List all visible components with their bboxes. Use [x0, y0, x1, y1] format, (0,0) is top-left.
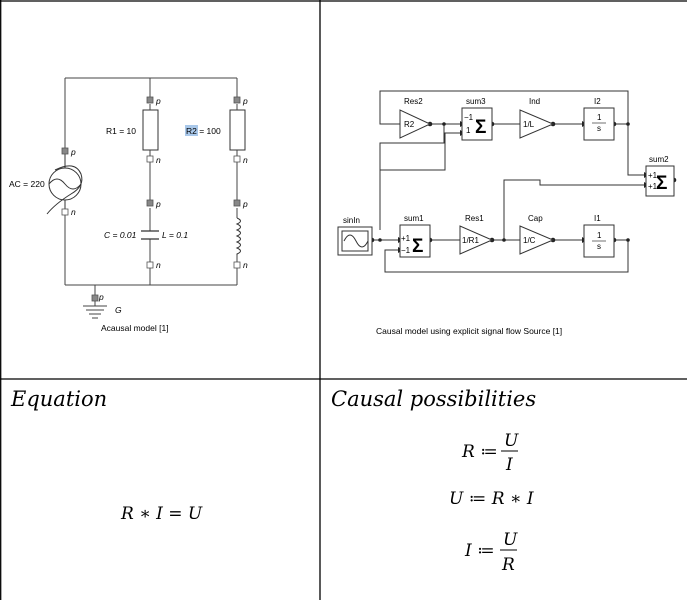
i-assign-denominator: R [501, 555, 515, 575]
r2-port-n: n [243, 155, 248, 165]
equation-formula: R ∗ I = U [120, 504, 203, 524]
r-assign-denominator: I [505, 455, 513, 475]
resistor-r1 [142, 109, 159, 151]
i1-num: 1 [597, 231, 602, 240]
l-port-n: n [243, 260, 248, 270]
r2-label: R2 = 100 [186, 126, 221, 136]
u-assign-formula: U ≔ R ∗ I [449, 489, 534, 509]
r-assign-lhs: R ≔ [461, 442, 498, 462]
i1-title: I1 [594, 214, 601, 223]
resistor-r2 [229, 109, 246, 151]
sum2-sigma: Σ [656, 173, 667, 194]
sum3-title: sum3 [466, 97, 486, 106]
c-port-n: n [156, 260, 161, 270]
ac-port-n: n [71, 207, 76, 217]
sum2-in2: +1 [648, 182, 658, 191]
ac-label: AC = 220 [9, 179, 45, 189]
sum1-sigma: Σ [412, 236, 423, 257]
sum3-in1: −1 [464, 113, 474, 122]
sum1-in2: −1 [401, 246, 411, 255]
cap-gain: 1/C [523, 236, 536, 245]
ind-title: Ind [529, 97, 540, 106]
causal-junction-dots [369, 121, 677, 243]
r1-label: R1 = 10 [106, 126, 136, 136]
ac-port-p: p [70, 147, 76, 157]
sum2-title: sum2 [649, 155, 669, 164]
i1-den: s [597, 242, 601, 251]
ind-gain: 1/L [523, 120, 535, 129]
res2-title: Res2 [404, 97, 423, 106]
res1-title: Res1 [465, 214, 484, 223]
r1-port-p: p [155, 96, 161, 106]
i-assign-lhs: I ≔ [464, 541, 495, 561]
sum3-sigma: Σ [475, 117, 486, 138]
acausal-circuit [64, 77, 238, 300]
sum1-title: sum1 [404, 214, 424, 223]
gain-blocks [399, 109, 555, 255]
causal-signal-lines [372, 90, 644, 273]
cap-title: Cap [528, 214, 543, 223]
res1-gain: 1/R1 [462, 236, 479, 245]
sum1-in1: +1 [401, 234, 411, 243]
sum2-in1: +1 [648, 171, 658, 180]
i2-num: 1 [597, 113, 602, 122]
sinin-title: sinIn [343, 216, 360, 225]
port-markers [61, 96, 241, 302]
causal-caption: Causal model using explicit signal flow … [376, 326, 562, 336]
ground-label: G [115, 305, 122, 315]
ac-source [46, 150, 83, 215]
l-port-p: p [242, 199, 248, 209]
acausal-caption: Acausal model [1] [101, 323, 169, 333]
ground-port-p: p [98, 292, 104, 302]
capacitor-c [141, 230, 159, 240]
inductor-l [235, 217, 241, 255]
box-blocks [337, 107, 675, 258]
r1-port-n: n [156, 155, 161, 165]
i2-title: I2 [594, 97, 601, 106]
l-label: L = 0.1 [162, 230, 188, 240]
i2-den: s [597, 124, 601, 133]
equation-header: Equation [10, 387, 107, 411]
res2-gain: R2 [404, 120, 415, 129]
i-assign-numerator: U [503, 530, 518, 550]
ground-symbol [83, 301, 107, 319]
r2-port-p: p [242, 96, 248, 106]
r2-highlight [185, 125, 198, 136]
sine-source-icon [341, 230, 369, 252]
c-port-p: p [155, 199, 161, 209]
causal-possibilities-header: Causal possibilities [331, 387, 536, 411]
sum3-in2: 1 [466, 126, 471, 135]
r-assign-numerator: U [504, 431, 519, 451]
c-label: C = 0.01 [104, 230, 137, 240]
